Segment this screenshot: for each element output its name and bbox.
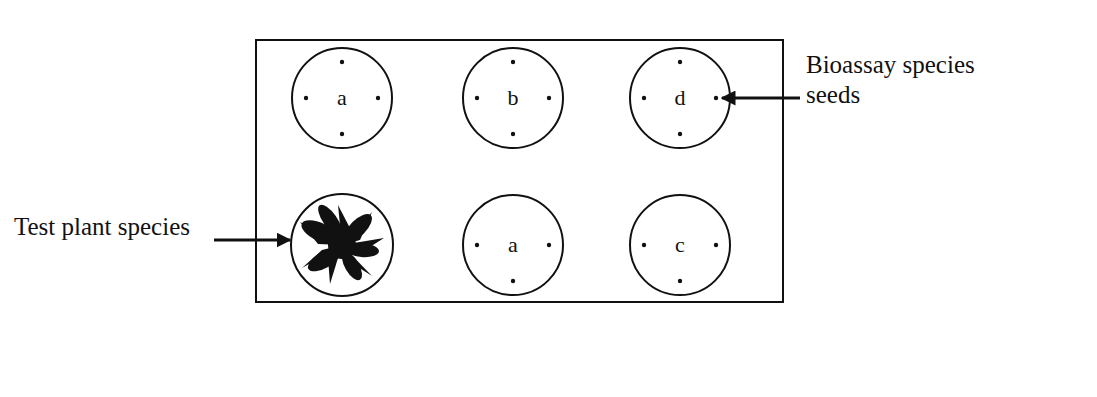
well-circle: c xyxy=(629,194,731,296)
annotation-label: Test plant species xyxy=(14,212,194,242)
well-letter: d xyxy=(675,87,686,109)
test-well xyxy=(291,194,393,296)
well-circle: a xyxy=(291,47,393,149)
well-letter: a xyxy=(508,234,518,256)
test-plant xyxy=(298,200,384,284)
well-letter: c xyxy=(675,234,685,256)
leader-arrow xyxy=(214,239,290,242)
well-plate xyxy=(256,40,783,302)
seed-dots xyxy=(304,60,718,283)
well-circle: b xyxy=(462,47,564,149)
well-letter: a xyxy=(337,87,347,109)
well-circle: a xyxy=(462,194,564,296)
well-letter: b xyxy=(508,87,519,109)
annotation-label: Bioassay species seeds xyxy=(806,50,1021,110)
well-circle: d xyxy=(629,47,731,149)
leader-arrow xyxy=(722,97,800,100)
